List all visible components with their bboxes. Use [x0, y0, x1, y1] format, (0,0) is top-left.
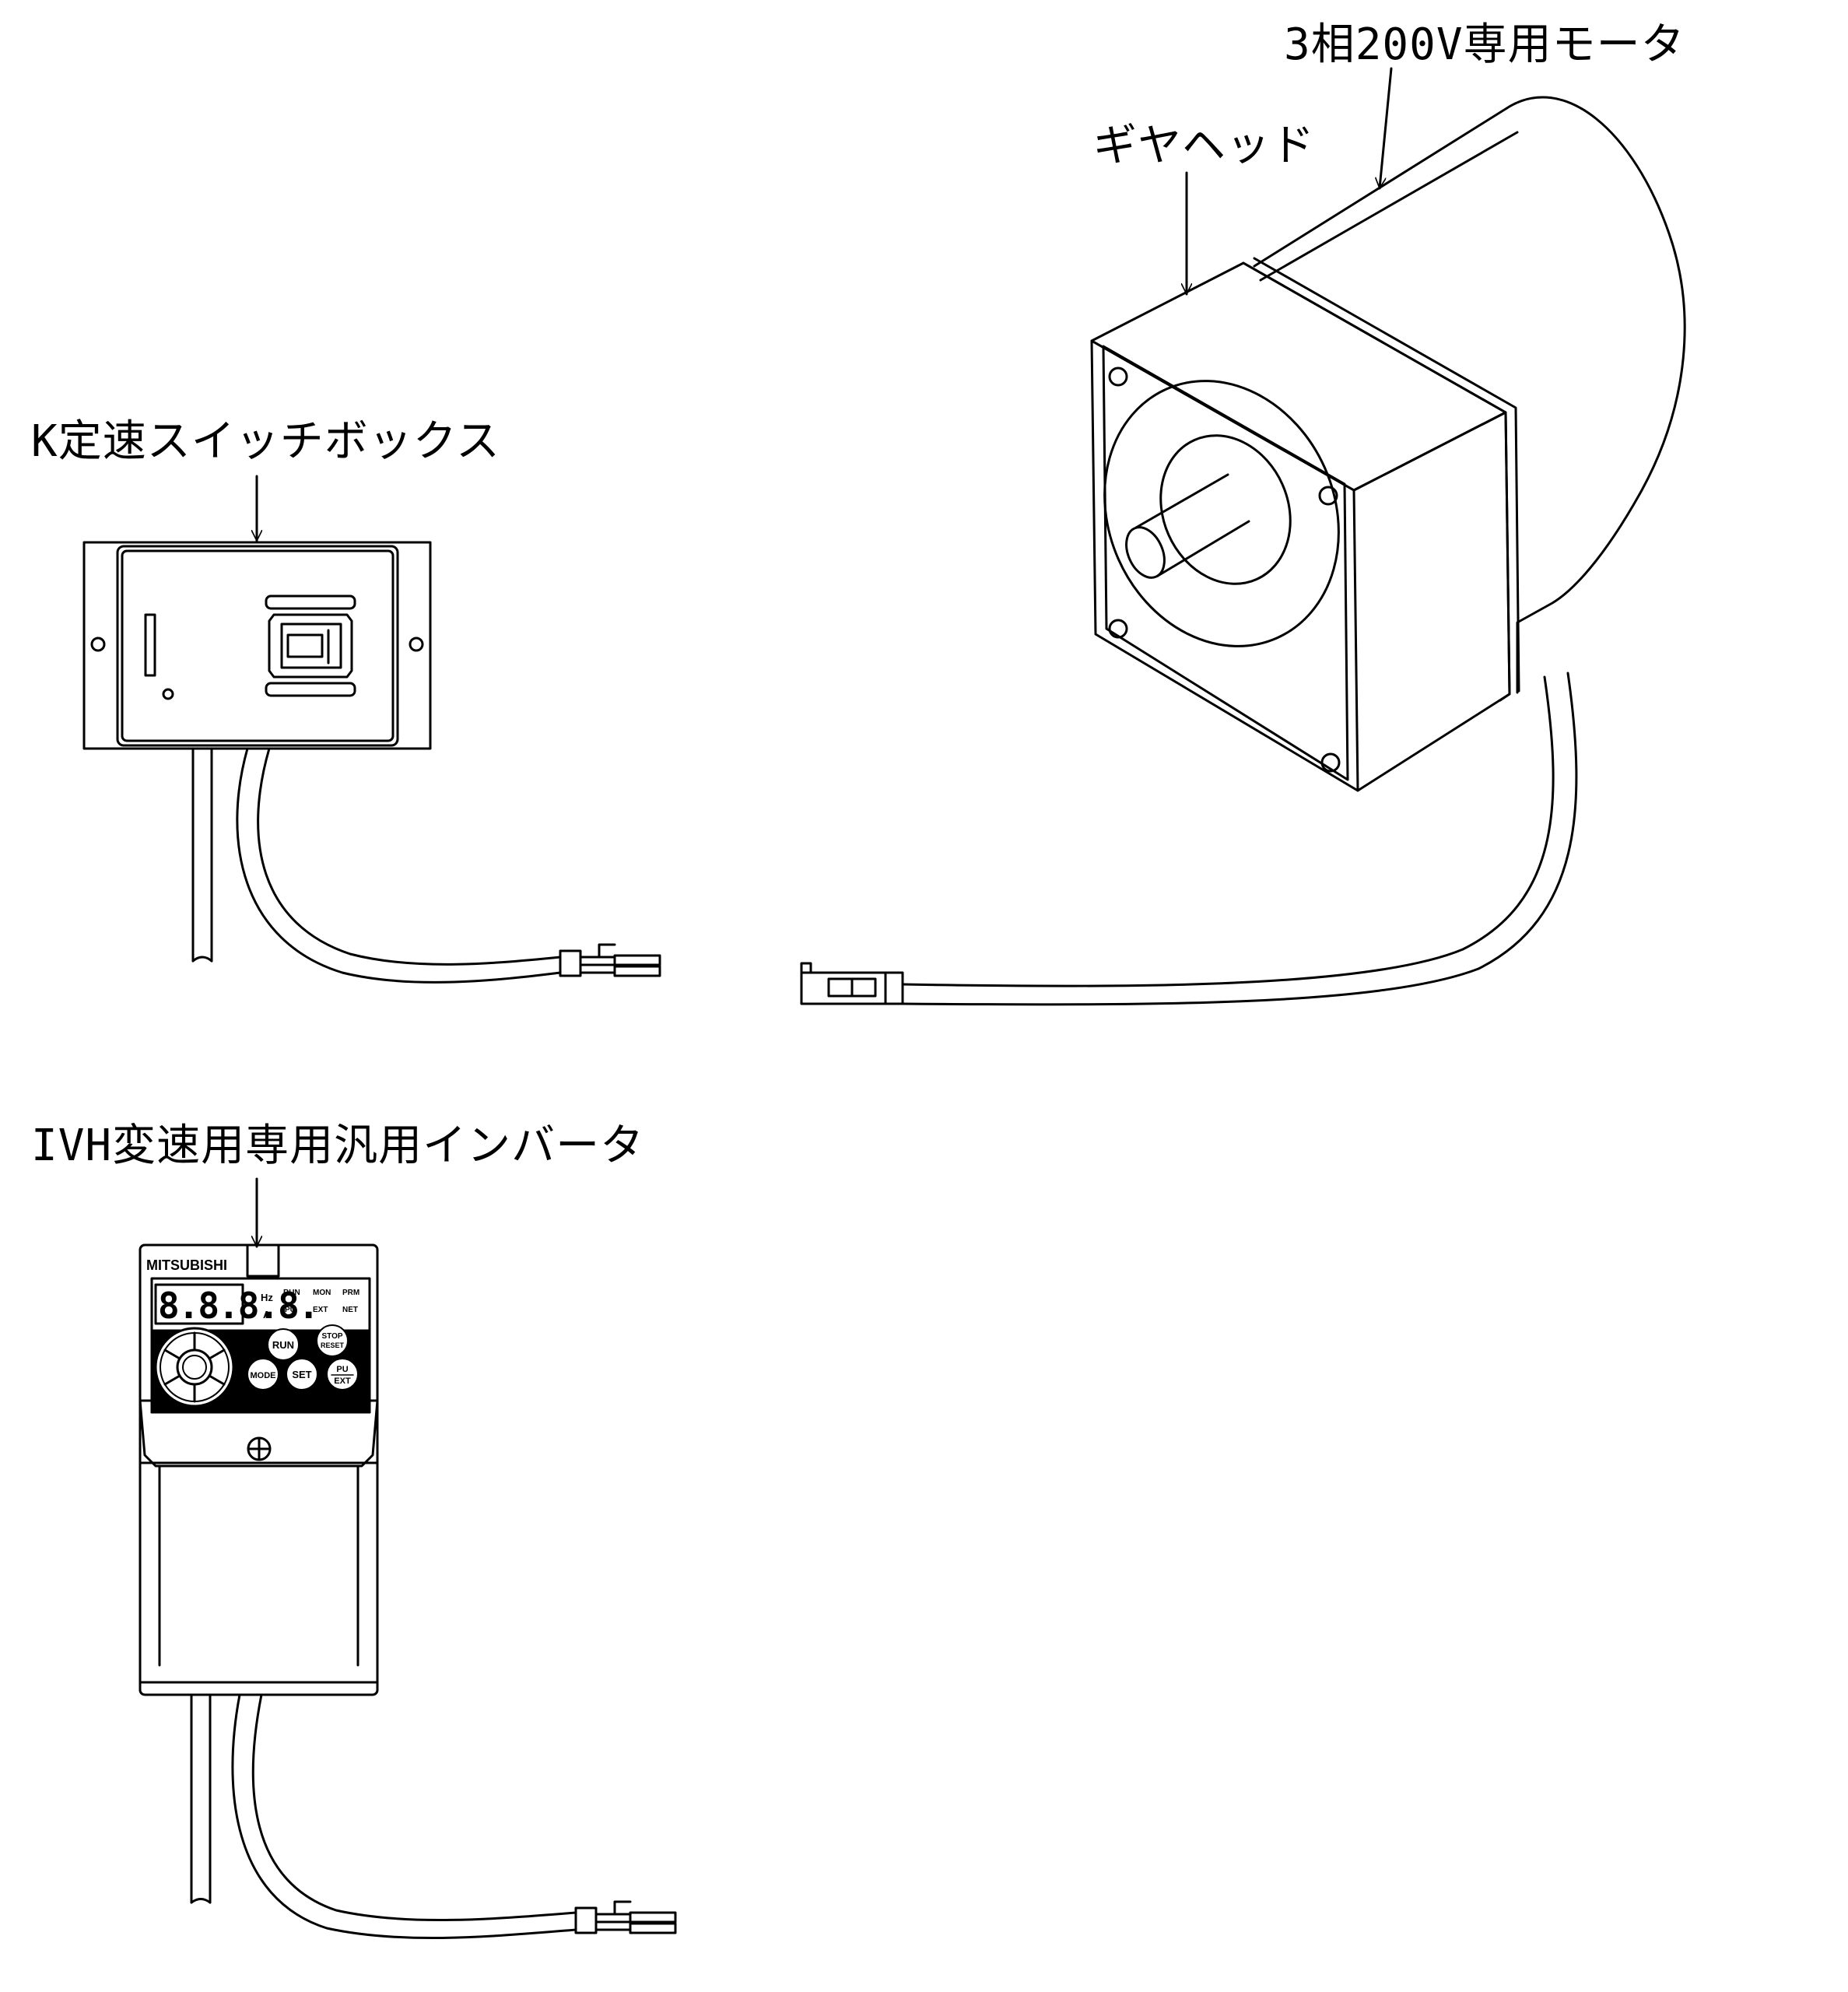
switch-box: [82, 541, 432, 750]
motor-body: [1253, 96, 1686, 694]
mounting-hole-left: [90, 637, 106, 652]
switch-box-cover: [116, 545, 399, 747]
unit-a: A: [263, 1309, 271, 1320]
run-button-label: RUN: [272, 1339, 294, 1351]
ext-label: EXT: [334, 1377, 351, 1386]
inverter-cover-bevel: [139, 1399, 379, 1468]
motor-body-top-edge: [1259, 131, 1519, 282]
indicator-ext: EXT: [313, 1306, 328, 1314]
inverter-label: IVH変速用専用汎用インバータ: [31, 1120, 645, 1171]
switch-box-motor-cable: [236, 747, 562, 984]
motor-assembly: [1090, 96, 1686, 792]
inverter-power-cable: [190, 1693, 212, 1904]
pu-ext-button[interactable]: PU EXT: [326, 1358, 359, 1391]
flange-hole-top-right: [1318, 486, 1338, 506]
flange-hole-bottom-left: [1108, 619, 1128, 639]
switch-bezel: [268, 613, 353, 679]
stop-label: STOP: [321, 1332, 342, 1341]
indicator-prm: PRM: [342, 1289, 359, 1297]
rocker-switch[interactable]: [280, 622, 342, 669]
switchbox-label: K定速スイッチボックス: [31, 416, 501, 467]
setting-dial[interactable]: [154, 1327, 235, 1408]
inverter-brand: MITSUBISHI: [146, 1257, 227, 1273]
set-button[interactable]: SET: [286, 1358, 318, 1391]
run-button[interactable]: RUN: [267, 1328, 300, 1361]
motor-leader-arrow: [1380, 67, 1393, 190]
switch-guard-top: [265, 594, 356, 610]
stop-reset-button[interactable]: STOP RESET: [316, 1324, 349, 1357]
mode-button-label: MODE: [251, 1371, 276, 1380]
gearhead-spigot: [1103, 380, 1340, 647]
rocker-switch-window: [286, 633, 324, 658]
gearhead-flange-band-inner: [1253, 257, 1520, 693]
led-display-digits: 8.8.8.8.: [158, 1285, 318, 1327]
pu-label: PU: [336, 1365, 348, 1374]
mode-button[interactable]: MODE: [247, 1358, 279, 1391]
indicator-lamp: [162, 688, 174, 700]
gearhead-side-face: [1352, 411, 1511, 792]
inverter: MITSUBISHI 8.8.8.8. Hz A RUN MON PRM PU …: [139, 1243, 379, 1696]
switch-box-cover-inner: [121, 549, 394, 742]
gearhead-front-chamfer: [1102, 345, 1349, 781]
flange-hole-bottom-right: [1320, 752, 1341, 773]
reset-label: RESET: [321, 1341, 345, 1349]
output-shaft: [1125, 473, 1250, 579]
indicator-run: RUN: [283, 1289, 300, 1297]
indicator-net: NET: [342, 1306, 358, 1314]
led-display: [154, 1283, 244, 1325]
gearhead-label: ギヤヘッド: [1093, 121, 1315, 171]
unit-hz: Hz: [261, 1292, 273, 1303]
inverter-motor-cable: [231, 1693, 577, 1940]
inverter-housing: [139, 1243, 379, 1696]
inverter-wiring-cover: [158, 1464, 359, 1667]
motor-connector: [800, 962, 904, 1005]
motor-label: 3相200V専用モータ: [1284, 19, 1685, 70]
mounting-hole-right: [409, 637, 424, 652]
switch-box-power-cable: [191, 747, 213, 963]
set-button-label: SET: [292, 1369, 311, 1380]
indicator-slot: [144, 613, 156, 677]
indicator-mon: MON: [313, 1289, 331, 1297]
motor-cable: [901, 672, 1578, 1006]
gearhead-spigot-inner: [1159, 434, 1292, 585]
flange-hole-top-left: [1108, 366, 1128, 387]
switch-guard-bottom: [265, 682, 356, 697]
switch-box-connector: [559, 943, 661, 977]
inverter-connector: [574, 1900, 677, 1934]
inverter-top-tab: [246, 1243, 280, 1278]
switch-box-base-plate: [82, 541, 432, 750]
gearhead-front-face: [1090, 339, 1359, 792]
indicator-pu: PU: [285, 1306, 296, 1314]
